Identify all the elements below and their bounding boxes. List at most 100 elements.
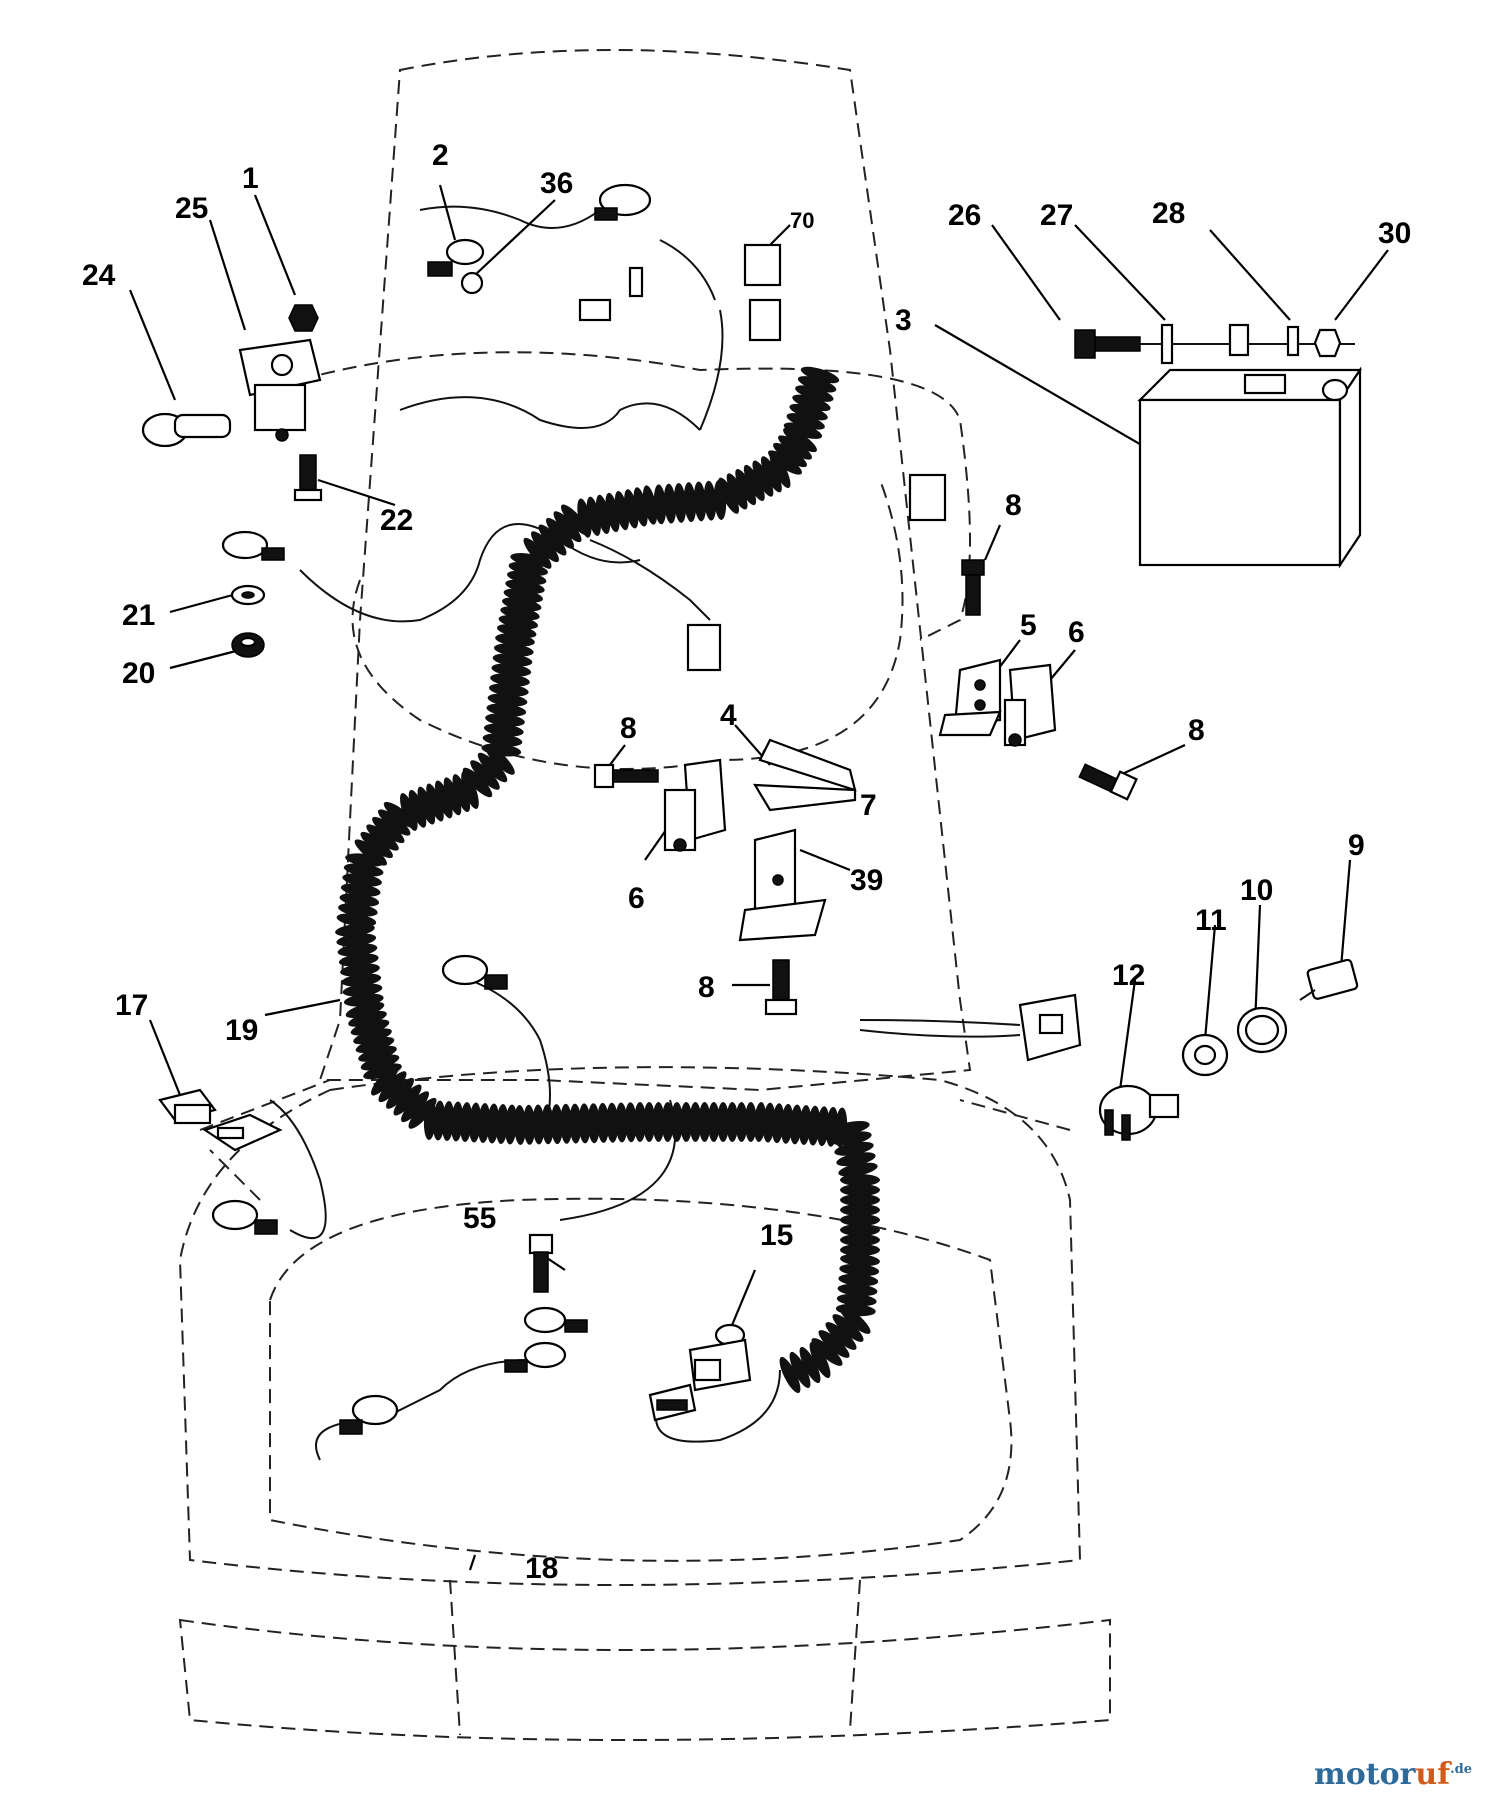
- coil-bead: [336, 913, 377, 927]
- coil-bead: [452, 774, 471, 813]
- coil-bead: [393, 1084, 422, 1116]
- harness-connector-right: [908, 473, 947, 522]
- coil-bead: [771, 1103, 785, 1144]
- callout-24: 24: [82, 259, 116, 292]
- coil-bead: [337, 943, 378, 957]
- coil-bead: [693, 481, 707, 522]
- motoruf-watermark: motoruf.de: [1314, 1757, 1472, 1792]
- coil-bead: [663, 483, 677, 524]
- coil-bead: [538, 524, 567, 556]
- coil-bead: [614, 490, 629, 531]
- coil-bead: [586, 496, 601, 536]
- coil-bead: [340, 963, 380, 977]
- coil-bead: [353, 1028, 392, 1045]
- bolt-8-right-part: [1078, 763, 1138, 801]
- coil-bead: [483, 723, 524, 737]
- coil-bead: [432, 1100, 446, 1141]
- coil-bead: [435, 780, 453, 819]
- coil-bead: [615, 1102, 628, 1143]
- callout-5: 5: [1020, 609, 1037, 642]
- seat-inner-outline: [269, 1197, 1013, 1562]
- coil-bead: [838, 1273, 879, 1287]
- coil-bead: [378, 1071, 407, 1103]
- coil-bead: [342, 873, 382, 887]
- coil-bead: [513, 1105, 527, 1145]
- callout-8-bottom: 8: [698, 971, 715, 1004]
- callout-70: 70: [790, 208, 814, 233]
- callouts: 1 2 3 4 5 6 6 7 8 8 8 8 9 10 11 12 15 17…: [82, 139, 1411, 1585]
- callout-21: 21: [122, 599, 155, 632]
- callout-26: 26: [948, 199, 981, 232]
- coil-bead: [490, 673, 530, 687]
- bracket-5-part: [938, 658, 1002, 737]
- callout-15: 15: [760, 1219, 793, 1252]
- hex-nut-part: [231, 632, 265, 658]
- coil-bead: [786, 413, 825, 430]
- coil-bead: [680, 1102, 693, 1142]
- coil-bead: [807, 1105, 821, 1146]
- washer-27-part: [1160, 323, 1174, 365]
- callout-3: 3: [895, 304, 912, 337]
- callout-55: 55: [463, 1202, 496, 1235]
- nut-30-part: [1313, 328, 1342, 358]
- coil-bead: [485, 745, 515, 775]
- callout-6-right: 6: [1068, 616, 1085, 649]
- coil-bead: [642, 485, 658, 525]
- callout-19: 19: [225, 1014, 258, 1047]
- coil-bead: [713, 480, 727, 520]
- coil-bead: [778, 435, 812, 460]
- coil-bead: [752, 460, 774, 497]
- seat-outline: [178, 1066, 1082, 1586]
- coil-bead: [492, 653, 533, 667]
- bolt-8-bottom-part: [764, 959, 798, 1016]
- coil-bead: [839, 1306, 871, 1334]
- coil-bead: [486, 1103, 500, 1144]
- coil-bead: [624, 489, 639, 529]
- coil-bead: [560, 504, 590, 536]
- coil-bead: [840, 1214, 880, 1226]
- coil-bead: [624, 1102, 637, 1143]
- coil-bead: [408, 789, 427, 828]
- coil-bead: [798, 1105, 812, 1145]
- dash-outline: [299, 351, 971, 641]
- nut-part: [288, 304, 319, 332]
- parts: [141, 183, 1363, 1435]
- coil-bead: [839, 1263, 880, 1277]
- coil-bead: [799, 1346, 821, 1384]
- coil-bead: [491, 663, 532, 677]
- coil-bead: [550, 1104, 563, 1145]
- watermark-brand-accent: uf: [1415, 1757, 1451, 1792]
- callout-4: 4: [720, 699, 737, 732]
- coil-bead: [735, 469, 757, 506]
- coil-bead: [634, 1102, 646, 1142]
- coil-bead: [426, 783, 444, 822]
- coil-bead: [477, 1103, 491, 1143]
- ring-terminal-19-part: [441, 954, 508, 990]
- coil-bead: [643, 1102, 656, 1142]
- coil-bead: [789, 1351, 811, 1389]
- coil-bead: [789, 403, 828, 421]
- coil-bead: [532, 1104, 545, 1145]
- hood-outline: [318, 49, 972, 1092]
- coil-bead: [541, 1104, 554, 1145]
- coil-bead: [703, 480, 717, 521]
- coil-bead: [779, 1356, 801, 1394]
- callout-25: 25: [175, 192, 208, 225]
- callout-17: 17: [115, 989, 148, 1022]
- coil-bead: [670, 1102, 683, 1142]
- coil-bead: [477, 752, 508, 783]
- coil-bead: [360, 831, 393, 859]
- coil-bead: [743, 464, 765, 501]
- coil-bead: [443, 777, 462, 816]
- callout-30: 30: [1378, 217, 1411, 250]
- coil-bead: [340, 883, 381, 897]
- coil-bead: [836, 1293, 877, 1307]
- callout-18: 18: [525, 1552, 558, 1585]
- bolt-55-part: [528, 1233, 554, 1293]
- callout-8-left: 8: [620, 712, 637, 745]
- coil-bead: [560, 1103, 573, 1144]
- battery-strap-tab: [1228, 323, 1250, 357]
- coil-bead: [840, 1174, 880, 1186]
- coil-bead: [493, 643, 534, 657]
